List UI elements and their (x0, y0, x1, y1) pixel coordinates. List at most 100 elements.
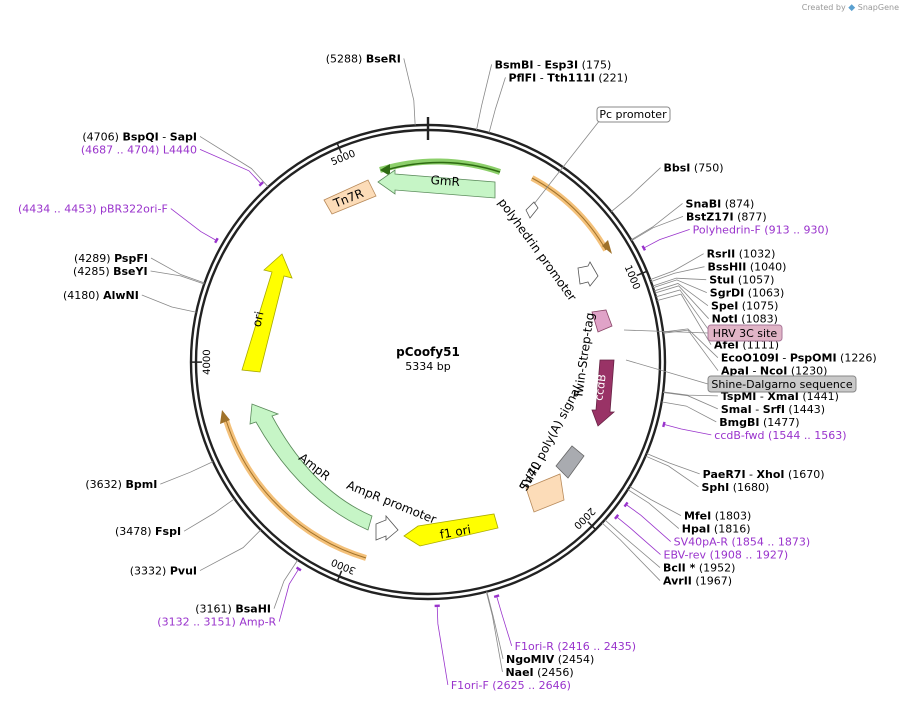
site-labels: BsmBI - Esp3I (175)PflFI - Tth111I (221)… (18, 52, 877, 691)
gmr-highlight-arrow (380, 164, 390, 176)
restriction-site-label: SmaI - SrfI (1443) (721, 403, 825, 416)
site-leader (476, 64, 493, 131)
restriction-site-label: EcoO109I - PspOMI (1226) (721, 352, 877, 365)
site-leader (650, 253, 704, 280)
site-leader (604, 519, 661, 568)
pc-promoter-leader (533, 119, 601, 205)
site-leader (652, 277, 707, 287)
primer-mark (641, 245, 647, 251)
primer-mark (614, 514, 620, 520)
restriction-site-label: NotI (1083) (712, 313, 778, 326)
snapgene-logo: ◆ (848, 3, 856, 13)
ccdb-label: ccdB (592, 373, 609, 401)
tick-mark (636, 270, 648, 277)
ampr-highlight-line (225, 419, 367, 559)
f1-ori-label: f1 ori (439, 522, 472, 541)
site-leader (646, 453, 700, 475)
restriction-site-label: BbsI (750) (664, 162, 724, 175)
primer-label: Polyhedrin-F (913 .. 930) (693, 223, 829, 236)
restriction-site-label: (3632) BpmI (85, 478, 157, 491)
orf-highlight-top-line (531, 177, 607, 251)
restriction-site-label: RsrII (1032) (707, 248, 776, 261)
restriction-site-label: (4289) PspFI (74, 252, 148, 265)
primer-mark (295, 566, 302, 572)
primer-leader (496, 596, 513, 647)
tick-label: 4000 (202, 349, 213, 374)
restriction-site-label: MfeI (1803) (684, 510, 751, 523)
snapgene-brand: Created by ◆ SnapGene (802, 3, 899, 13)
twin-strep-tag-feature (591, 309, 613, 333)
snapgene-name: SnapGene (857, 3, 899, 12)
site-leader (150, 257, 205, 284)
primer-label: F1ori-F (2625 .. 2646) (451, 679, 571, 692)
site-leader (653, 283, 709, 307)
tick-label: 5000 (330, 148, 358, 168)
restriction-site-label: BmgBI (1477) (719, 416, 799, 429)
restriction-site-label: (5288) BseRI (326, 52, 401, 65)
primer-mark (662, 421, 666, 428)
primer-leader (616, 516, 661, 555)
restriction-site-label: ApaI - NcoI (1230) (721, 365, 827, 378)
features: GmR Tn7R ori AmpR AmpR promoter f1 ori T… (220, 119, 616, 561)
restriction-site-label: BsmBI - Esp3I (175) (495, 58, 612, 71)
plasmid-name: pCoofy51 (396, 345, 460, 359)
site-leader (610, 167, 661, 212)
restriction-site-label: NaeI (2456) (505, 666, 573, 679)
polyhedrin-promoter-label: polyhedrin promoter (495, 196, 579, 304)
restriction-site-label: (3161) BsaHI (195, 603, 271, 616)
restriction-site-label: PaeR7I - XhoI (1670) (703, 468, 825, 481)
primer-label: ccdB-fwd (1544 .. 1563) (714, 429, 846, 442)
site-leader (627, 489, 680, 529)
site-leader (662, 392, 718, 410)
primer-mark (493, 594, 500, 599)
tn7r-feature (323, 179, 377, 215)
primer-leader (278, 568, 300, 622)
restriction-site-label: NgoMIV (2454) (506, 653, 594, 666)
sv40-polya-label: SV40 poly(A) signal (517, 383, 584, 493)
site-leader (650, 266, 705, 283)
ampr-promoter-feature (375, 514, 399, 541)
primer-label: (4687 .. 4704) L4440 (81, 143, 197, 156)
pc-promoter-callout (596, 106, 671, 123)
tick-label: 3000 (330, 556, 358, 576)
restriction-site-label: SgrDI (1063) (710, 287, 785, 300)
primer-mark (214, 237, 219, 244)
gmr-feature (377, 169, 496, 199)
restriction-site-label: (4285) BseYI (73, 265, 148, 278)
primer-label: (3132 .. 3151) Amp-R (157, 616, 276, 629)
site-leaders (141, 58, 719, 685)
restriction-site-label: BclI * (1952) (663, 562, 735, 575)
primer-label: (4434 .. 4453) pBR322ori-F (18, 203, 168, 216)
orf-arrow-top (602, 240, 612, 254)
restriction-site-label: (4706) BspQI - SapI (82, 130, 197, 143)
site-leader (601, 522, 661, 581)
gmr-highlight-line (385, 161, 501, 173)
site-leader (160, 461, 214, 485)
callouts: Pc promoter HRV 3C site Shine-Dalgarno s… (596, 106, 857, 393)
sv40-polya-feature (555, 445, 585, 479)
site-leader (654, 285, 709, 319)
restriction-site-label: BssHII (1040) (707, 261, 786, 274)
hrv-3c-site-text: HRV 3C site (713, 327, 778, 340)
site-leader (150, 270, 205, 285)
hrv-3c-leader (623, 329, 709, 334)
restriction-site-label: HpaI (1816) (682, 523, 751, 536)
site-leader (199, 529, 262, 571)
restriction-site-label: BstZ17I (877) (686, 210, 767, 223)
site-leader (273, 559, 299, 609)
primer-leader (436, 605, 449, 685)
site-leader (663, 329, 719, 371)
restriction-site-label: (3478) FspI (115, 525, 181, 538)
pc-promoter-feature (525, 201, 539, 219)
polyhedrin-promoter-feature (577, 261, 599, 287)
site-leader (663, 328, 719, 358)
site-leader (655, 289, 711, 332)
ori-label: ori (250, 310, 267, 328)
site-leader (661, 401, 717, 423)
tick-mark (336, 570, 343, 582)
site-leader (652, 279, 707, 294)
restriction-site-label: TspMI - XmaI (1441) (721, 390, 839, 403)
site-leader (645, 455, 699, 488)
site-leader (141, 294, 197, 313)
